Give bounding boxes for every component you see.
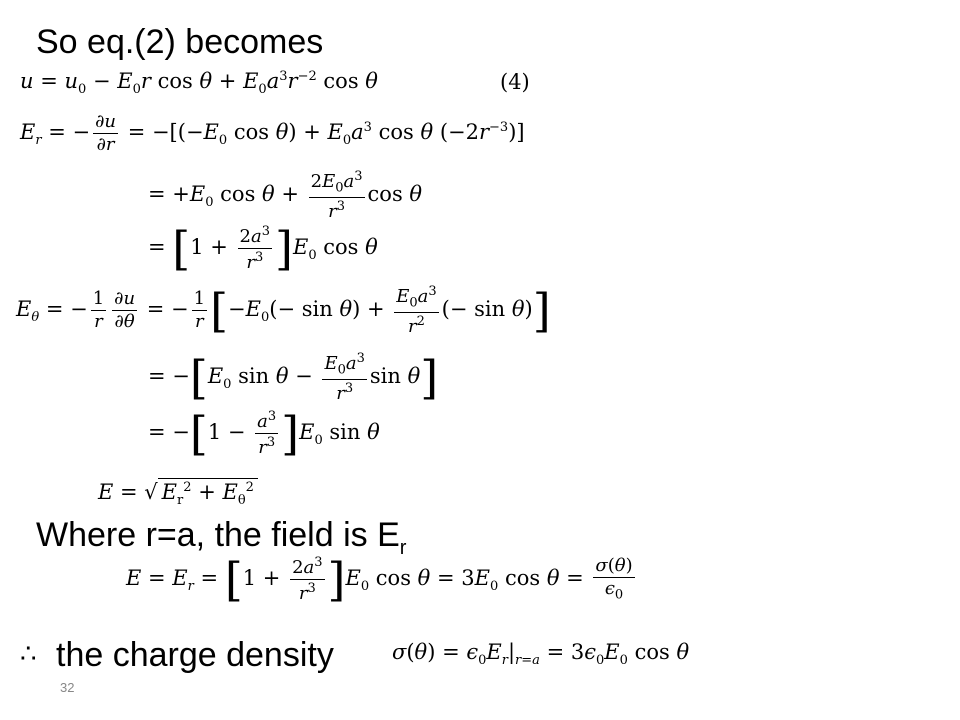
equation-er-1: Er = −∂u∂r = −[(−E0 cos θ) + E0a3 cos θ … bbox=[20, 111, 525, 155]
equation-potential: u = u0 − E0r cos θ + E0a3r−2 cos θ bbox=[20, 69, 378, 98]
charge-density-label: the charge density bbox=[56, 636, 334, 674]
slide-heading: So eq.(2) becomes bbox=[36, 23, 324, 61]
equation-tag: (4) bbox=[500, 70, 530, 94]
page-number: 32 bbox=[60, 680, 75, 695]
equation-charge-density: σ(θ) = ϵ0Er|r=a = 3ϵ0E0 cos θ bbox=[392, 640, 690, 669]
where-text: Where r=a, the field is Er bbox=[36, 516, 407, 559]
equation-magnitude: E = √Er2 + Eθ2 bbox=[98, 478, 258, 507]
therefore-symbol: ∴ bbox=[20, 638, 37, 668]
